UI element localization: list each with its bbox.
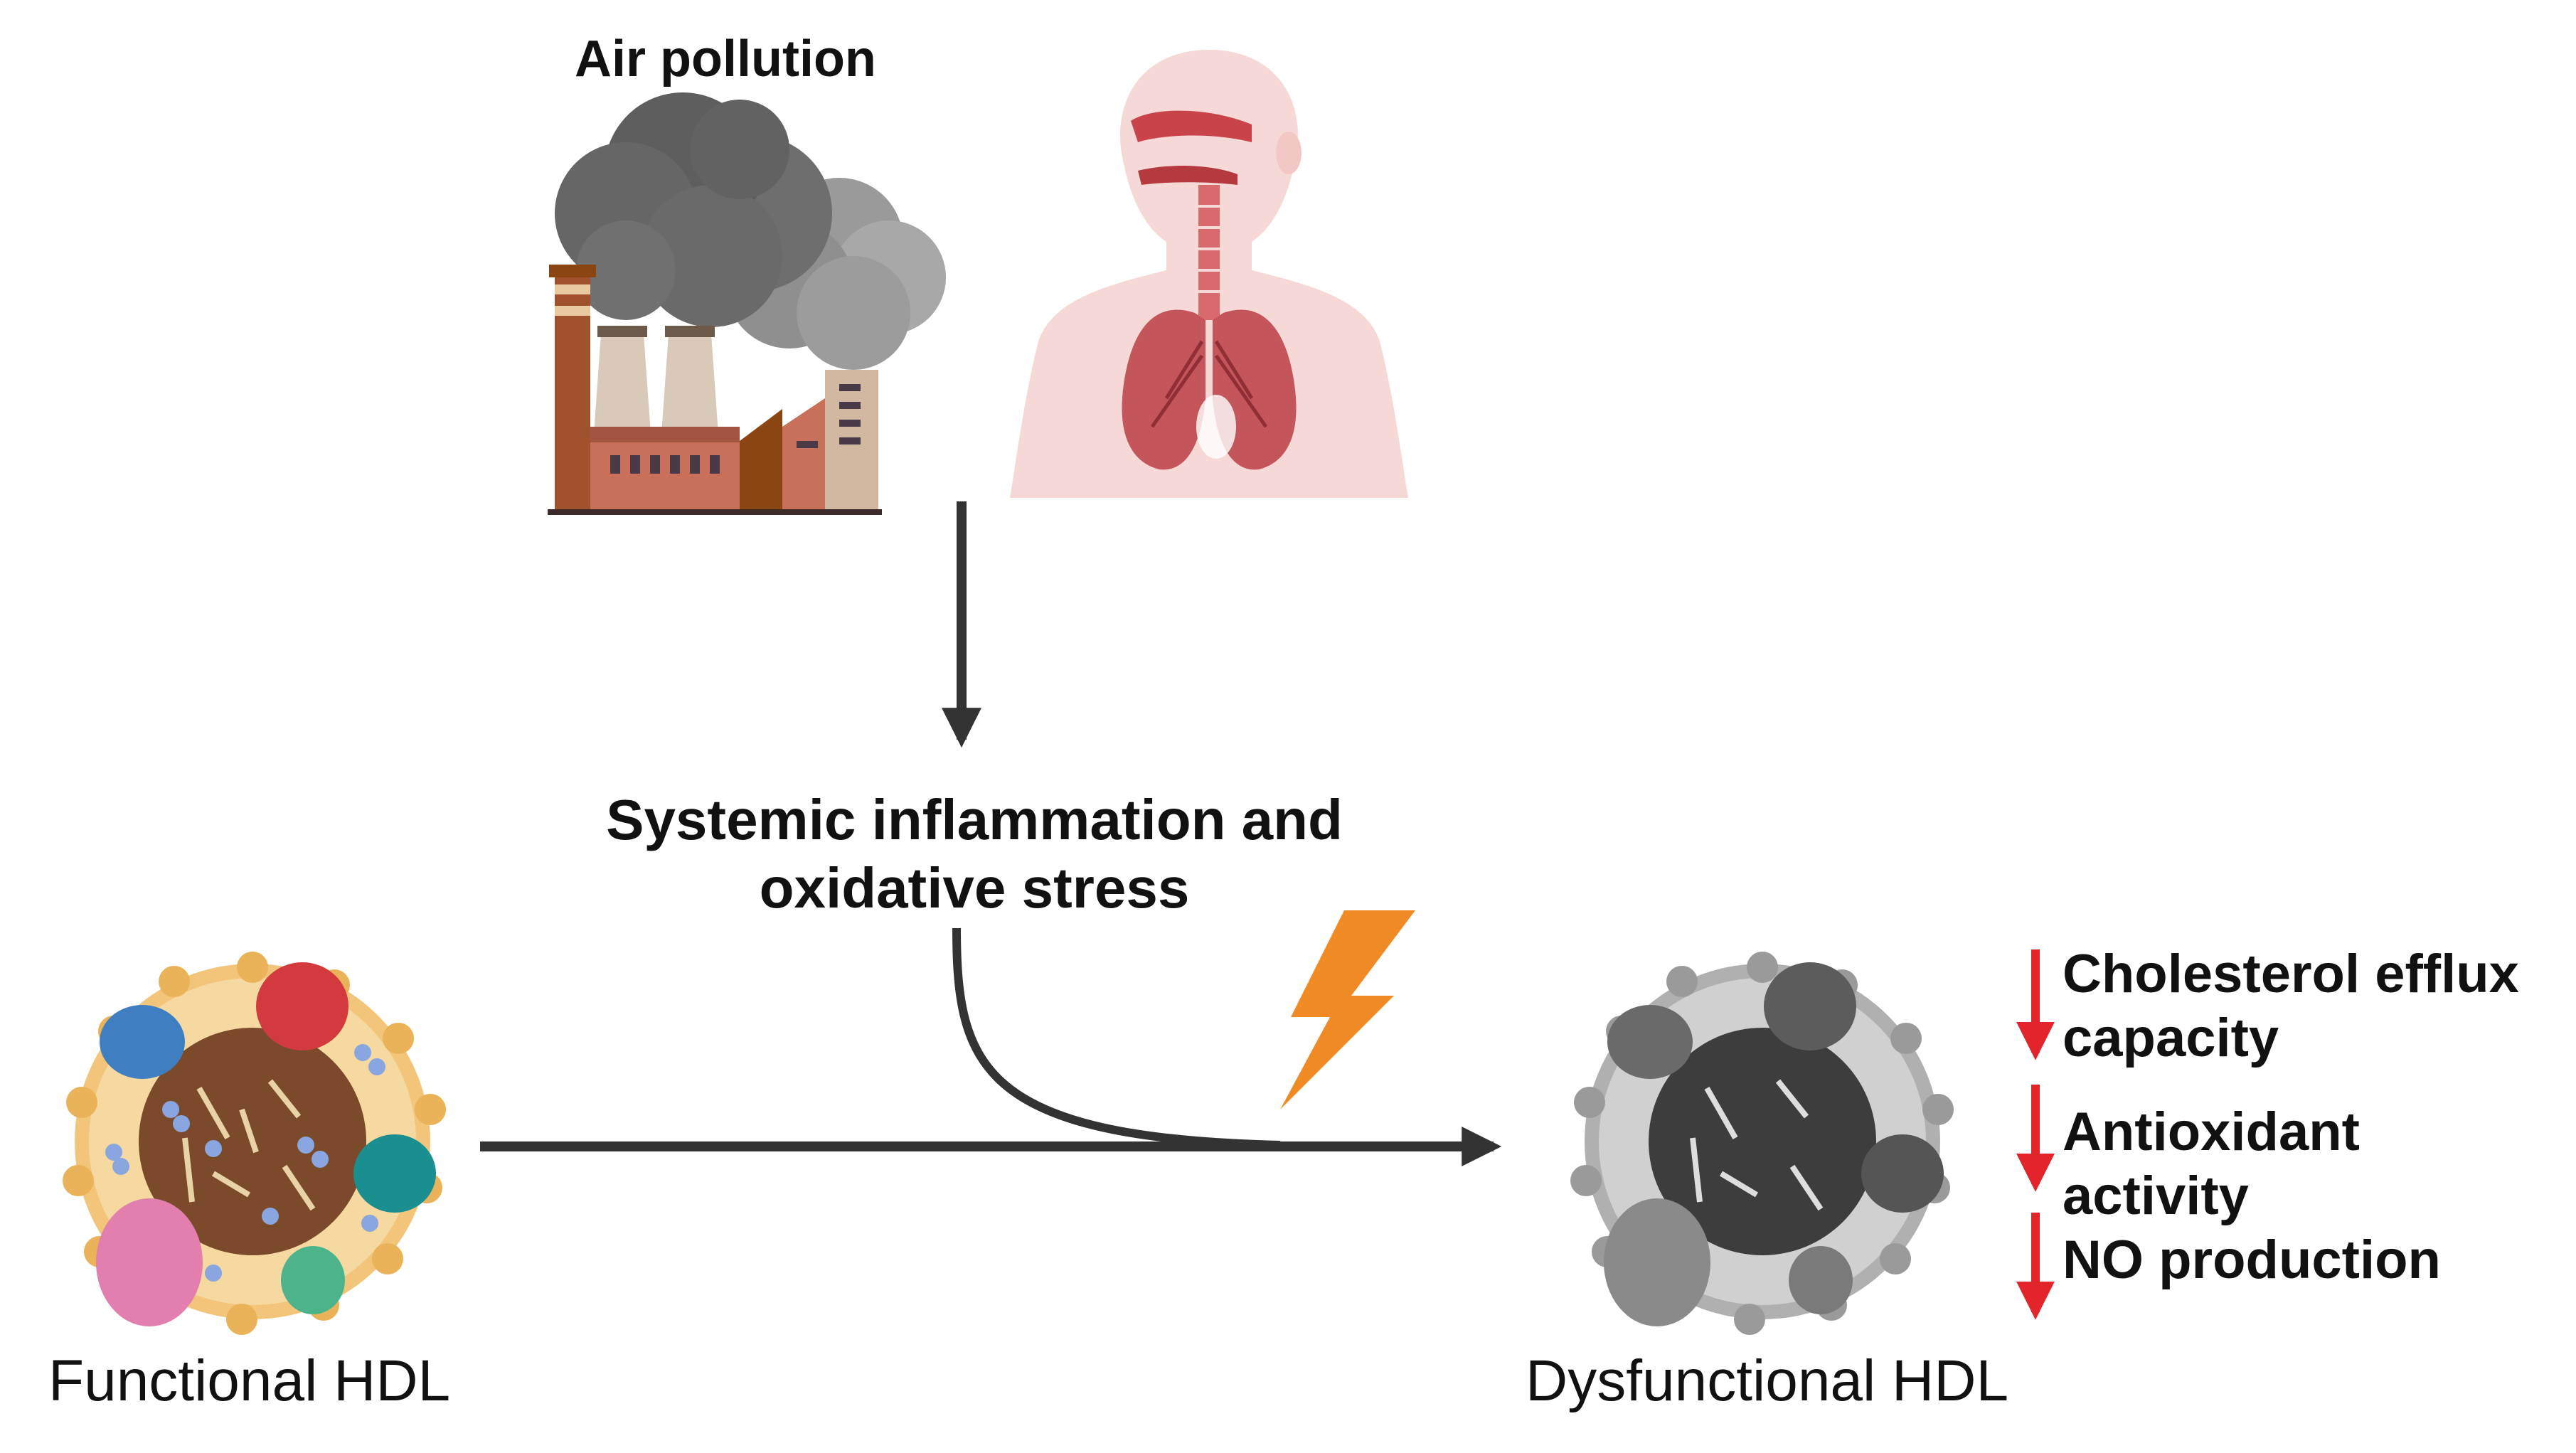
dysfunctional-hdl-label: Dysfunctional HDL: [1526, 1348, 2009, 1413]
functional-hdl-label: Functional HDL: [48, 1348, 451, 1413]
human-lungs-icon: [1010, 50, 1408, 498]
effect-no-production: NO production: [2063, 1230, 2441, 1290]
effect-antioxidant-activity: Antioxidant activity: [2063, 1102, 2360, 1226]
effect-cholesterol-efflux: Cholesterol efflux capacity: [2063, 944, 2519, 1068]
air-pollution-title: Air pollution: [575, 31, 876, 87]
factory-icon: [548, 265, 882, 515]
smoke-cloud-icon: [555, 92, 946, 370]
central-mechanism-text: Systemic inflammation and oxidative stre…: [606, 788, 1343, 920]
lightning-icon: [1280, 910, 1415, 1109]
functional-hdl-particle-icon: [63, 952, 446, 1335]
inflammation-curve-arrow: [952, 927, 1281, 1149]
dysfunctional-hdl-particle-icon: [1570, 952, 1954, 1335]
